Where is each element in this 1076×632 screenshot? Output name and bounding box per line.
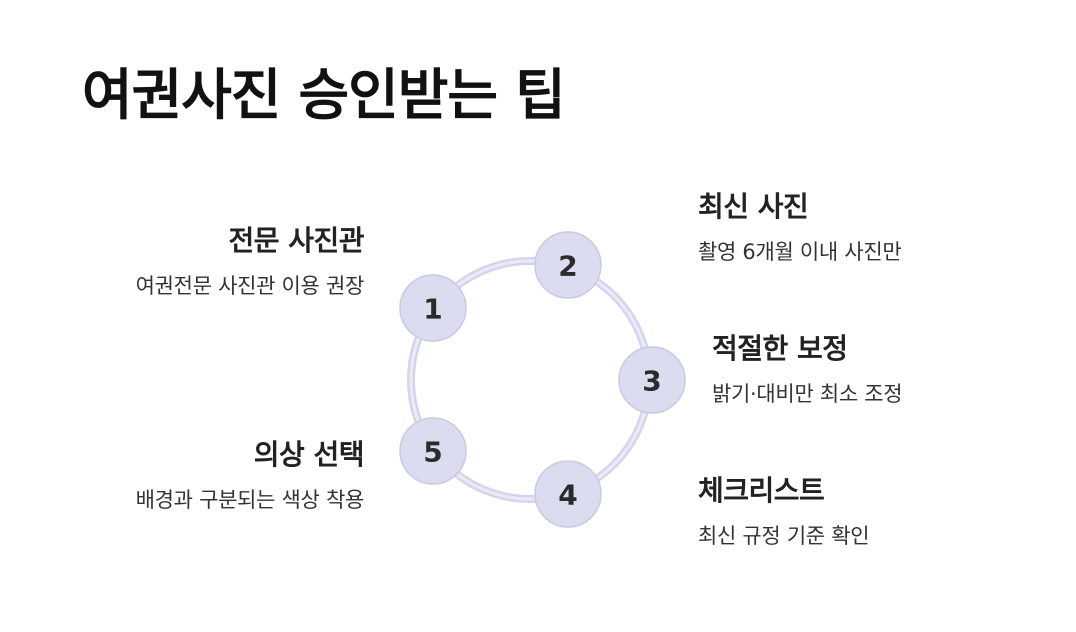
step-node-4: 4 xyxy=(534,460,602,528)
step-4-desc: 최신 규정 기준 확인 xyxy=(698,523,870,548)
step-number-2: 2 xyxy=(558,250,577,283)
step-node-1: 1 xyxy=(399,274,467,342)
step-number-4: 4 xyxy=(558,479,577,512)
step-1-text: 전문 사진관 여권전문 사진관 이용 권장 xyxy=(135,224,365,299)
step-2-title: 최신 사진 xyxy=(698,190,809,223)
step-5-text: 의상 선택 배경과 구분되는 색상 착용 xyxy=(135,438,365,513)
step-2-desc: 촬영 6개월 이내 사진만 xyxy=(698,239,902,264)
step-number-3: 3 xyxy=(642,365,661,398)
step-4-title: 체크리스트 xyxy=(698,474,825,507)
step-1-desc: 여권전문 사진관 이용 권장 xyxy=(135,273,365,298)
step-3-desc: 밝기·대비만 최소 조정 xyxy=(712,381,903,406)
step-node-5: 5 xyxy=(399,417,467,485)
step-5-desc: 배경과 구분되는 색상 착용 xyxy=(135,487,365,512)
step-4-text: 체크리스트 최신 규정 기준 확인 xyxy=(698,474,870,549)
step-number-1: 1 xyxy=(423,293,442,326)
page-title: 여권사진 승인받는 팁 xyxy=(82,63,566,127)
step-1-title: 전문 사진관 xyxy=(228,224,364,257)
step-3-title: 적절한 보정 xyxy=(712,332,848,365)
step-3-text: 적절한 보정 밝기·대비만 최소 조정 xyxy=(712,332,903,407)
step-number-5: 5 xyxy=(423,436,442,469)
step-2-text: 최신 사진 촬영 6개월 이내 사진만 xyxy=(698,190,902,265)
step-node-2: 2 xyxy=(534,231,602,299)
step-node-3: 3 xyxy=(618,346,686,414)
step-5-title: 의상 선택 xyxy=(253,438,365,471)
